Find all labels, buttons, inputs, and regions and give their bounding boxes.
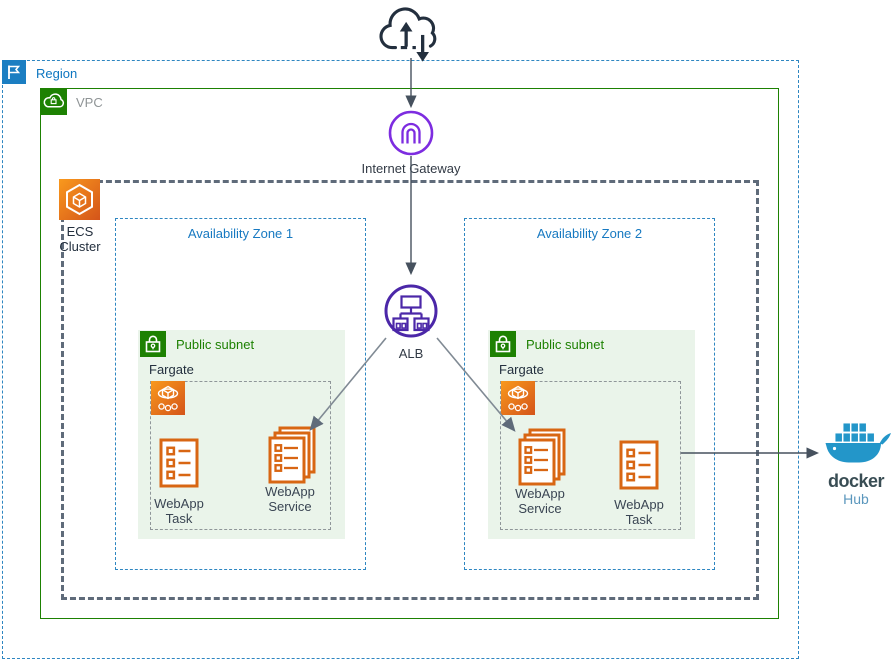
docker-hub-label: Hub — [843, 491, 869, 507]
region-box — [2, 60, 799, 659]
vpc-icon — [40, 88, 67, 115]
fargate-box-2 — [500, 381, 681, 530]
region-label: Region — [36, 66, 78, 81]
internet-gateway-icon — [388, 110, 434, 156]
alb-label: ALB — [398, 346, 424, 361]
fargate-label-2: Fargate — [499, 362, 544, 377]
public-subnet-2 — [488, 330, 695, 539]
vpc-label: VPC — [76, 95, 103, 110]
az2-label: Availability Zone 2 — [536, 226, 643, 241]
subnet-lock-icon-1 — [140, 331, 166, 357]
webapp-service-label-1-line2: Service — [268, 499, 312, 514]
region-flag-icon — [2, 60, 26, 84]
ecs-cluster-label-line2: Cluster — [59, 239, 101, 254]
fargate-icon-2 — [501, 381, 535, 415]
az1-label: Availability Zone 1 — [187, 226, 294, 241]
webapp-service-label-2-line1: WebApp — [515, 486, 565, 501]
ecs-cluster-label: ECS Cluster — [48, 224, 112, 254]
internet-gateway-label: Internet Gateway — [361, 161, 461, 176]
docker-hub-icon — [822, 420, 892, 472]
webapp-service-icon-2 — [514, 428, 566, 486]
fargate-label-1: Fargate — [149, 362, 194, 377]
webapp-task-icon-1 — [159, 438, 199, 488]
fargate-icon-1 — [151, 381, 185, 415]
subnet-label-2: Public subnet — [526, 337, 605, 352]
webapp-service-label-1-line1: WebApp — [265, 484, 315, 499]
webapp-task-label-2-line2: Task — [625, 512, 653, 527]
subnet-label-1: Public subnet — [176, 337, 255, 352]
webapp-service-icon-1 — [264, 426, 316, 484]
webapp-task-label-2-line1: WebApp — [614, 497, 664, 512]
webapp-task-label-2: WebApp Task — [604, 497, 674, 527]
webapp-service-label-2-line2: Service — [518, 501, 562, 516]
alb-icon — [383, 283, 439, 339]
vpc-box — [40, 88, 779, 619]
webapp-service-label-1: WebApp Service — [255, 484, 325, 514]
webapp-task-icon-2 — [619, 440, 659, 490]
internet-icon — [377, 2, 445, 64]
webapp-task-label-1-line2: Task — [165, 511, 193, 526]
webapp-task-label-1-line1: WebApp — [154, 496, 204, 511]
ecs-cluster-box — [61, 180, 759, 600]
webapp-task-label-1: WebApp Task — [144, 496, 214, 526]
webapp-service-label-2: WebApp Service — [505, 486, 575, 516]
ecs-cluster-icon — [59, 179, 100, 220]
ecs-cluster-label-line1: ECS — [66, 224, 94, 239]
subnet-lock-icon-2 — [490, 331, 516, 357]
fargate-box-1 — [150, 381, 331, 530]
docker-brand-label: docker — [827, 471, 885, 491]
